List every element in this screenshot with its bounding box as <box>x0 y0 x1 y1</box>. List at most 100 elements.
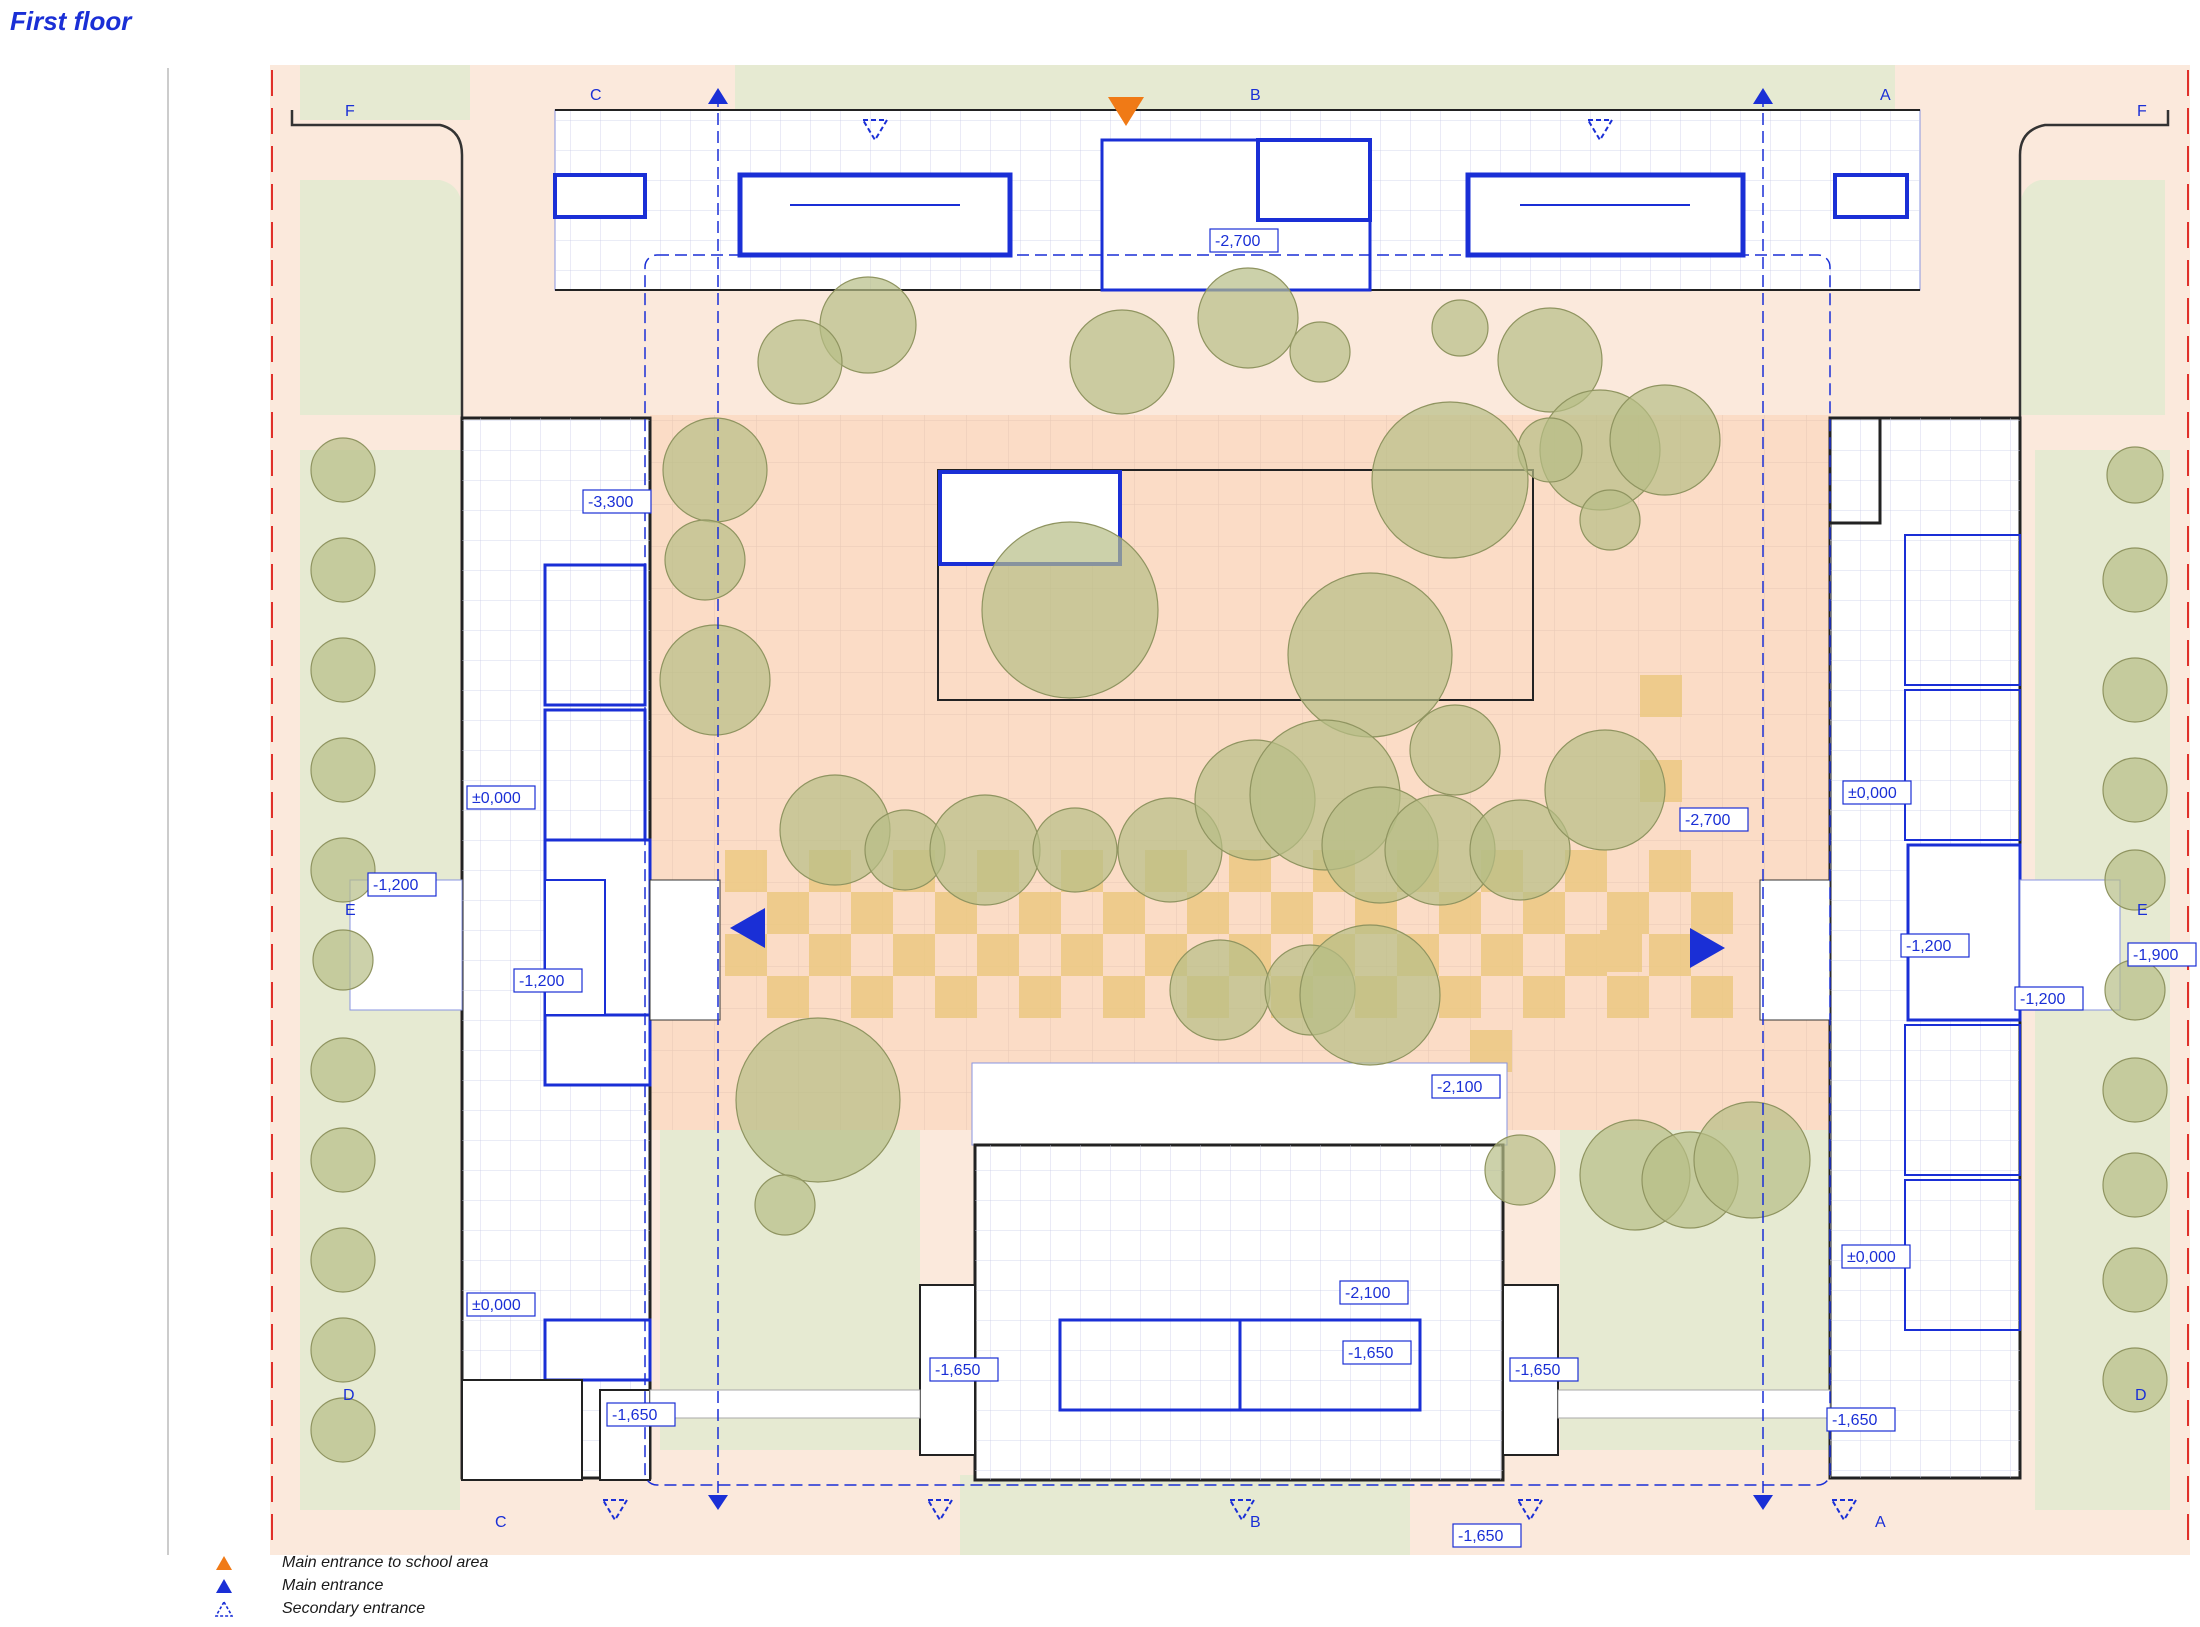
tree <box>1579 489 1641 551</box>
level-tag-box <box>1841 1244 1911 1269</box>
level-tag-text: -1,200 <box>373 877 418 894</box>
checker-tile <box>1607 976 1649 1018</box>
level-tag-box <box>513 968 583 993</box>
level-tag-box <box>1509 1357 1579 1382</box>
main-entrance-school-area-arrow <box>1108 97 1144 126</box>
level-tag-box <box>606 1402 676 1427</box>
level-tag-text: -3,300 <box>588 494 633 511</box>
level-tag-text: ±0,000 <box>1847 1249 1896 1266</box>
level-tag-text: -1,650 <box>1348 1345 1393 1362</box>
trees <box>310 267 2168 1463</box>
legend-label-secondary: Secondary entrance <box>282 1600 426 1617</box>
blue-triangle-icon <box>216 1579 232 1593</box>
level-tag-text: -1,200 <box>519 973 564 990</box>
checker-tile <box>1523 976 1565 1018</box>
level-tag: ±0,000 <box>466 1292 536 1317</box>
tree <box>310 637 376 703</box>
tree <box>310 837 376 903</box>
secondary-entrance-markers <box>601 119 1858 1522</box>
level-tag-text: -1,650 <box>1458 1528 1503 1545</box>
axis-arrow-right-bottom <box>1753 1495 1773 1510</box>
level-tag-text: -1,900 <box>2133 947 2178 964</box>
tree <box>1197 267 1299 369</box>
level-tag: -1,200 <box>367 872 437 897</box>
level-tag-box <box>1826 1407 1896 1432</box>
axis-arrow-left-bottom <box>708 1495 728 1510</box>
level-tag-box <box>367 872 437 897</box>
level-tag-box <box>582 489 652 514</box>
tree <box>735 1017 901 1183</box>
section-d-left: D <box>343 1387 355 1404</box>
level-tag: -2,100 <box>1339 1280 1409 1305</box>
tree <box>1497 307 1603 413</box>
tree <box>310 1317 376 1383</box>
level-tag-text: -2,100 <box>1345 1285 1390 1302</box>
section-a-top: A <box>1880 87 1891 104</box>
tree <box>1544 729 1666 851</box>
checker-tile <box>725 850 767 892</box>
axis-arrow-right-top <box>1753 88 1773 104</box>
tree <box>2102 1057 2168 1123</box>
level-tag-box <box>1900 933 1970 958</box>
level-tag: -2,100 <box>1431 1074 1501 1099</box>
level-tag-box <box>1209 228 1279 253</box>
tree <box>1409 704 1501 796</box>
checker-tile <box>1640 675 1682 717</box>
section-f-right: F <box>2137 103 2147 120</box>
tree <box>981 521 1159 699</box>
section-c-top: C <box>590 87 602 104</box>
level-tag: -1,650 <box>606 1402 676 1427</box>
checker-tile <box>851 976 893 1018</box>
level-tag-text: ±0,000 <box>1848 785 1897 802</box>
checker-tile <box>1019 892 1061 934</box>
level-tag: -1,900 <box>2127 942 2197 967</box>
level-tag: -3,300 <box>582 489 652 514</box>
level-tag: -2,700 <box>1679 807 1749 832</box>
tree <box>310 1127 376 1193</box>
checker-tile <box>851 892 893 934</box>
tree <box>1693 1101 1811 1219</box>
tree <box>1032 807 1118 893</box>
checker-tile <box>1649 850 1691 892</box>
checker-tile <box>767 892 809 934</box>
checker-tile <box>1187 892 1229 934</box>
level-tag-box <box>2014 986 2084 1011</box>
level-tag-box <box>1339 1280 1409 1305</box>
tree <box>664 519 746 601</box>
tree <box>1484 1134 1556 1206</box>
checker-tile <box>1607 892 1649 934</box>
section-d-right: D <box>2135 1387 2147 1404</box>
checker-tile <box>1565 850 1607 892</box>
main-entrance-arrow-left <box>730 908 765 948</box>
tree <box>757 319 843 405</box>
tree <box>310 437 376 503</box>
dashed-triangle-icon <box>215 1601 233 1617</box>
tree <box>312 929 374 991</box>
checker-tile <box>1439 976 1481 1018</box>
tree <box>2102 757 2168 823</box>
section-e-left: E <box>345 902 356 919</box>
legend-label-school-area: Main entrance to school area <box>282 1554 489 1571</box>
tree <box>310 1227 376 1293</box>
tree <box>310 1397 376 1463</box>
tree <box>310 537 376 603</box>
level-tag-box <box>466 1292 536 1317</box>
level-tag: -2,700 <box>1209 228 1279 253</box>
checker-tile <box>1691 892 1733 934</box>
level-tag: -1,650 <box>929 1357 999 1382</box>
tree <box>659 624 771 736</box>
tree <box>2102 1247 2168 1313</box>
checker-tile <box>1481 934 1523 976</box>
level-tag: -1,650 <box>1452 1523 1522 1548</box>
section-f-left: F <box>345 103 355 120</box>
tree <box>1299 924 1441 1066</box>
checker-tile <box>767 976 809 1018</box>
level-tag-text: -1,650 <box>612 1407 657 1424</box>
section-b-bottom: B <box>1250 1514 1261 1531</box>
top-building <box>553 109 1921 292</box>
legend-label-main: Main entrance <box>282 1577 384 1594</box>
level-tag-text: -1,200 <box>1906 938 1951 955</box>
section-a-bottom: A <box>1875 1514 1886 1531</box>
tree <box>754 1174 816 1236</box>
